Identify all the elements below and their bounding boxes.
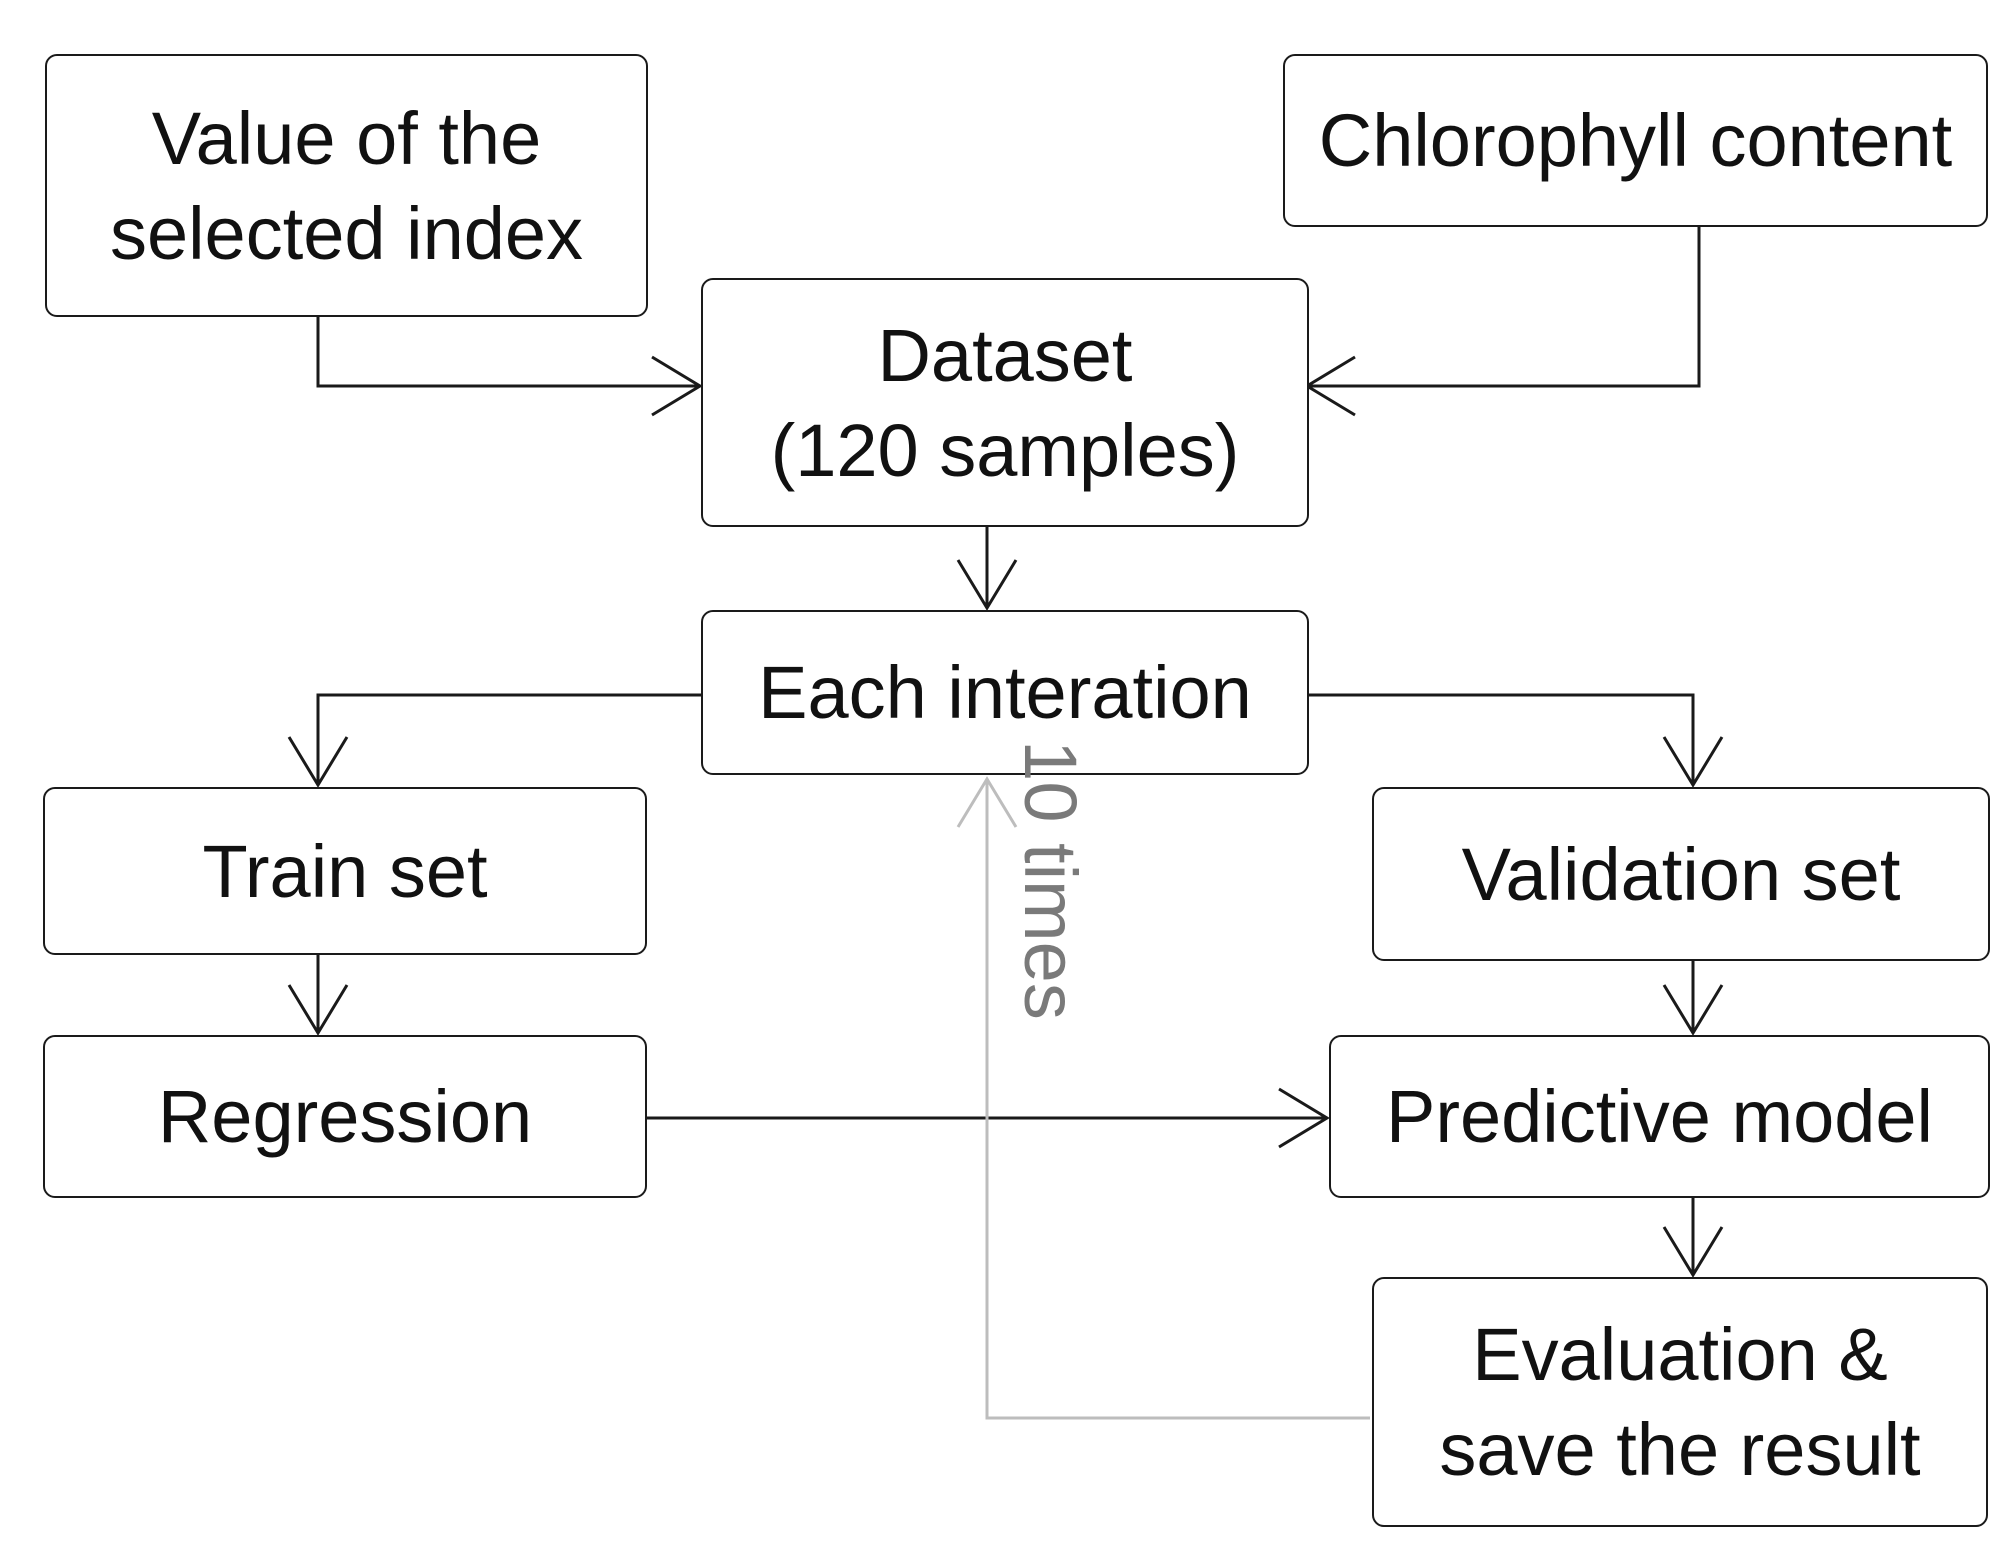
- arrowhead-regression-top: [287, 984, 349, 1036]
- evaluation-box: Evaluation & save the result: [1372, 1277, 1988, 1527]
- each-iteration-box: Each interation: [701, 610, 1309, 775]
- evaluation-label: Evaluation & save the result: [1439, 1313, 1921, 1491]
- arrowhead-train-top: [287, 736, 349, 788]
- each-iteration-label: Each interation: [758, 651, 1252, 734]
- loop-count-label: 10 times: [1009, 740, 1092, 1020]
- chlorophyll-content-label: Chlorophyll content: [1318, 99, 1953, 182]
- validation-set-box: Validation set: [1372, 787, 1990, 961]
- predictive-model-label: Predictive model: [1385, 1075, 1933, 1158]
- arrowhead-predictive-top: [1662, 984, 1724, 1036]
- predictive-model-box: Predictive model: [1329, 1035, 1990, 1198]
- arrowhead-iteration-top: [956, 559, 1018, 611]
- train-set-box: Train set: [43, 787, 647, 955]
- arrowhead-predictive-left: [1278, 1087, 1330, 1149]
- edge-loop-evaluation-to-iteration: [985, 782, 1370, 1420]
- validation-set-label: Validation set: [1461, 832, 1901, 916]
- edge-value-to-dataset: [316, 317, 700, 388]
- arrowhead-dataset-left: [651, 355, 703, 417]
- value-selected-index-label: Value of the selected index: [109, 96, 584, 275]
- chlorophyll-content-box: Chlorophyll content: [1283, 54, 1988, 227]
- edge-chlorophyll-to-dataset: [1307, 227, 1701, 388]
- edge-iteration-to-validation: [1309, 693, 1695, 785]
- regression-box: Regression: [43, 1035, 647, 1198]
- train-set-label: Train set: [202, 829, 488, 913]
- dataset-box: Dataset (120 samples): [701, 278, 1309, 527]
- arrowhead-loop-iteration-bottom: [956, 776, 1018, 828]
- arrowhead-evaluation-top: [1662, 1226, 1724, 1278]
- arrowhead-validation-top: [1662, 736, 1724, 788]
- dataset-label: Dataset (120 samples): [770, 313, 1240, 492]
- value-selected-index-box: Value of the selected index: [45, 54, 648, 317]
- edge-iteration-to-train: [316, 693, 701, 785]
- regression-label: Regression: [157, 1075, 533, 1158]
